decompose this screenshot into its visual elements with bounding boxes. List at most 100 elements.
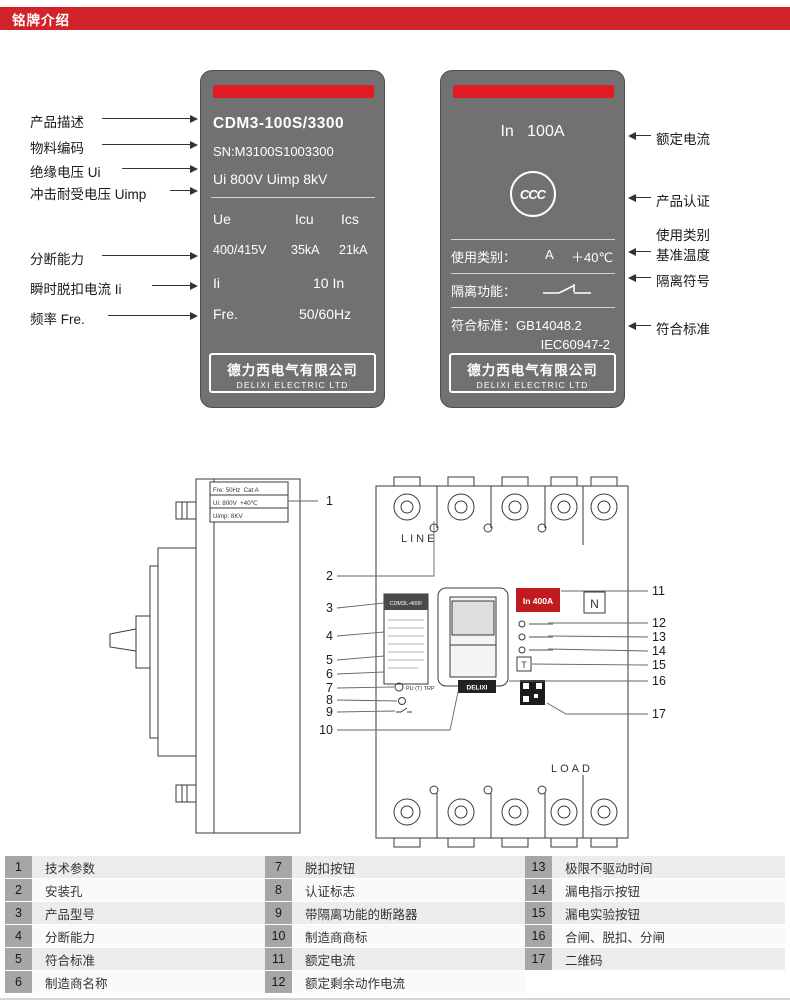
legend-number: 13 [525,856,552,879]
legend-number: 9 [265,902,292,925]
nameplate-left: CDM3-100S/3300 SN:M3100S1003300 Ui 800V … [200,70,385,408]
legend-label: 制造商商标 [292,925,525,948]
legend-column-3: 13 极限不驱动时间 14 漏电指示按钮 15 漏电实验按钮 16 合闸、脱扣、… [525,856,785,994]
legend-number: 8 [265,879,292,902]
legend-number: 7 [265,856,292,879]
legend-row: 9 带隔离功能的断路器 [265,902,525,925]
ue-value: 400/415V [213,243,267,257]
arrow-right-icon [102,114,198,123]
fre-label: Fre. [213,306,238,322]
legend-label: 漏电实验按钮 [552,902,785,925]
legend-number: 11 [265,948,292,971]
legend-column-2: 7 脱扣按钮 8 认证标志 9 带隔离功能的断路器 10 制造商商标 11 额定… [265,856,525,994]
legend-row-empty [525,971,785,994]
usage-value: A [545,247,554,262]
legend-label: 带隔离功能的断路器 [292,902,525,925]
legend-label: 二维码 [552,948,785,971]
ics-header: Ics [341,211,359,227]
company-box: 德力西电气有限公司 DELIXI ELECTRIC LTD [449,353,616,393]
legend-row: 11 额定电流 [265,948,525,971]
n-pole-text: N [590,597,599,611]
separator [451,239,615,240]
side-plate-line3: Uimp: 8KV [213,513,243,520]
legend-number: 2 [5,879,32,902]
ue-header: Ue [213,211,231,227]
arrow-left-icon [628,273,651,282]
arrow-left-icon [628,131,651,140]
legend-row: 2 安装孔 [5,879,265,902]
callout-leader-lines [288,500,649,731]
arrow-right-icon [102,251,198,260]
legend-label: 额定剩余动作电流 [292,971,525,994]
legend-row: 10 制造商商标 [265,925,525,948]
legend-row: 14 漏电指示按钮 [525,879,785,902]
legend-label: 技术参数 [32,856,265,879]
legend-number: 1 [5,856,32,879]
legend-number: 15 [525,902,552,925]
annotation-instantaneous-trip-current: 瞬时脱扣电流 Ii [30,282,122,297]
load-text: LOAD [551,763,593,775]
front-view-drawing [375,476,629,848]
callout-9: 9 [326,705,333,719]
qr-pattern [523,683,542,702]
callout-13: 13 [652,630,666,644]
ii-label: Ii [213,275,220,291]
legend-label: 额定电流 [292,948,525,971]
side-plate-line2: Ui: 800V +40℃ [213,500,258,507]
fre-value: 50/60Hz [299,306,352,322]
annotation-product-certification: 产品认证 [656,194,710,209]
legend-label: 漏电指示按钮 [552,879,785,902]
company-name-cn: 德力西电气有限公司 [227,363,358,378]
annotation-insulation-voltage: 绝缘电压 Ui [30,165,101,180]
front-label-title: CDM3L-400F [389,601,423,607]
legend-label: 产品型号 [32,902,265,925]
legend-number: 4 [5,925,32,948]
legend-label: 安装孔 [32,879,265,902]
insulation-text: Ui 800V Uimp 8kV [213,171,328,187]
page-header: 铭牌介绍 [0,7,790,30]
annotation-material-code: 物料编码 [30,141,84,156]
separator [451,307,615,308]
callout-10: 10 [319,723,333,737]
separator [451,273,615,274]
company-name-en: DELIXI ELECTRIC LTD [236,380,349,390]
legend-row: 7 脱扣按钮 [265,856,525,879]
technical-drawing: Fre: 50Hz Cat A Ui: 800V +40℃ Uimp: 8KV [109,476,666,848]
ccc-text: CCC [519,186,546,202]
legend-row: 4 分断能力 [5,925,265,948]
rated-current-text: In 100A [500,123,565,140]
legend-number-empty [525,971,552,994]
callout-2: 2 [326,569,333,583]
callout-16: 16 [652,674,666,688]
bottom-divider [0,998,790,1000]
callout-3: 3 [326,601,333,615]
legend-table: 1 技术参数 2 安装孔 3 产品型号 4 分断能力 5 符合标准 6 制造商名… [5,856,785,994]
legend-number: 6 [5,971,32,994]
callout-14: 14 [652,644,666,658]
usage-label: 使用类别： [451,250,517,265]
annotation-usage-category: 使用类别 [656,228,710,243]
legend-row: 12 额定剩余动作电流 [265,971,525,994]
callout-5: 5 [326,653,333,667]
legend-row: 8 认证标志 [265,879,525,902]
callout-7: 7 [326,681,333,695]
ii-value: 10 In [313,275,345,291]
legend-row: 16 合闸、脱扣、分闸 [525,925,785,948]
annotation-conforming-standard: 符合标准 [656,322,710,337]
side-plate-text: Fre: 50Hz Cat A Ui: 800V +40℃ Uimp: 8KV [213,487,260,520]
line-text: LINE [401,533,437,545]
arrow-right-icon [152,281,198,290]
callout-15: 15 [652,658,666,672]
ics-value: 21kA [339,243,368,257]
legend-column-1: 1 技术参数 2 安装孔 3 产品型号 4 分断能力 5 符合标准 6 制造商名… [5,856,265,994]
arrow-left-icon [628,193,651,202]
legend-label: 合闸、脱扣、分闸 [552,925,785,948]
rated-current-drawing-text: In 400A [523,596,553,606]
arrow-left-icon [628,247,651,256]
legend-label: 符合标准 [32,948,265,971]
arrow-right-icon [102,140,198,149]
side-view-drawing [109,478,301,834]
callout-17: 17 [652,707,666,721]
arrow-right-icon [108,311,198,320]
